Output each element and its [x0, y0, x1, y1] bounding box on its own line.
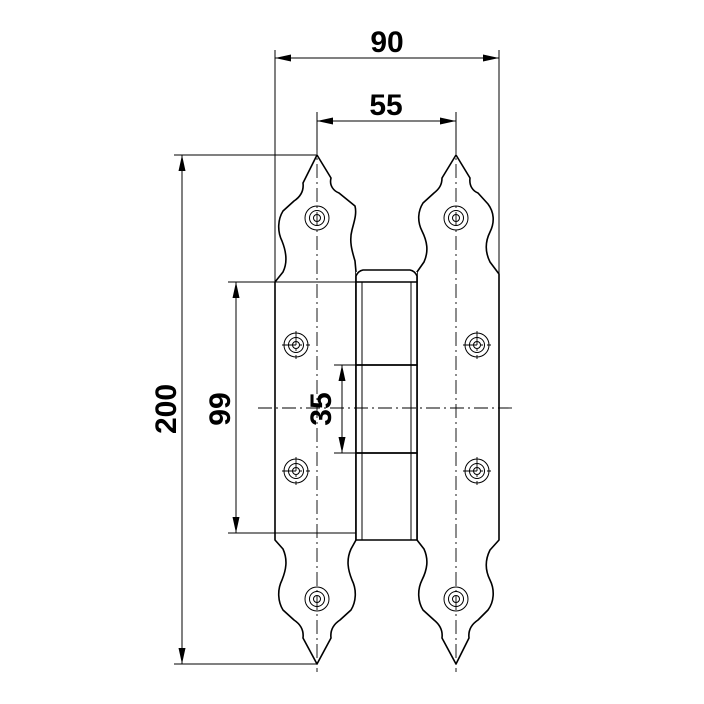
center-lines: [258, 140, 515, 672]
dimension-hole-spacing: 55: [316, 89, 457, 150]
dimension-90-label: 90: [370, 26, 403, 59]
dimension-99-label: 99: [204, 392, 237, 425]
knuckle-bottom: [355, 452, 418, 541]
hinge-knuckle: [355, 269, 418, 541]
dimension-overall-height: 200: [150, 154, 317, 665]
pin-top-cap: [355, 269, 418, 282]
right-leaf: [416, 154, 500, 665]
dimension-knuckle-height: 35: [305, 364, 356, 454]
dimension-overall-width: 90: [274, 26, 500, 282]
dimension-200-label: 200: [150, 384, 183, 434]
dimension-35-label: 35: [305, 392, 338, 425]
dimension-plate-height: 99: [204, 281, 356, 534]
dimension-55-label: 55: [369, 89, 402, 122]
